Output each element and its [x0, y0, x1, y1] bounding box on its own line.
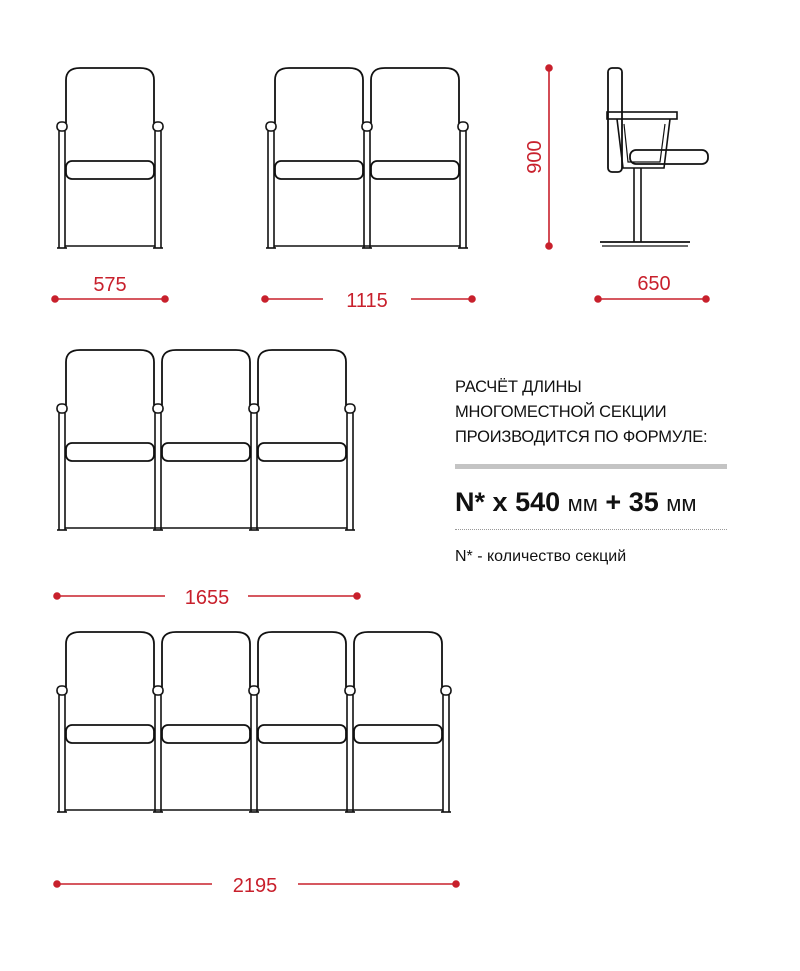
chair-quad	[56, 631, 452, 813]
formula-description: РАСЧЁТ ДЛИНЫ МНОГОМЕСТНОЙ СЕКЦИИ ПРОИЗВО…	[455, 375, 745, 450]
dimension-depth	[594, 295, 710, 303]
formula-line-1: РАСЧЁТ ДЛИНЫ	[455, 378, 582, 396]
chair-double	[265, 67, 469, 249]
footnote: N* - количество секций	[455, 548, 627, 565]
formula: N* x 540 мм + 35 мм	[455, 487, 697, 518]
dimension-label-2195: 2195	[233, 875, 278, 897]
formula-unit1: мм	[567, 491, 598, 516]
dimension-single-width	[51, 295, 169, 303]
formula-divider	[455, 464, 727, 469]
dimension-label-1655: 1655	[185, 587, 230, 609]
dimension-label-1115: 1115	[346, 290, 388, 312]
formula-num2: 35	[628, 487, 659, 517]
dimension-triple-width	[53, 592, 361, 600]
chair-single	[56, 67, 164, 249]
chair-triple	[56, 349, 356, 531]
formula-unit2: мм	[666, 491, 697, 516]
dimension-height	[545, 64, 553, 250]
formula-n: N*	[455, 487, 486, 517]
formula-line-3: ПРОИЗВОДИТСЯ ПО ФОРМУЛЕ:	[455, 428, 708, 446]
dimension-label-900: 900	[524, 140, 546, 173]
dimension-label-575: 575	[93, 274, 126, 296]
dimension-quad-width	[53, 880, 460, 888]
formula-num1: 540	[515, 487, 561, 517]
dotted-divider	[455, 529, 727, 530]
dimension-double-width	[261, 295, 476, 303]
dimension-label-650: 650	[637, 273, 670, 295]
formula-line-2: МНОГОМЕСТНОЙ СЕКЦИИ	[455, 403, 667, 421]
chair-side-view	[600, 67, 709, 247]
formula-x: x	[492, 487, 508, 517]
formula-plus: +	[605, 487, 622, 517]
